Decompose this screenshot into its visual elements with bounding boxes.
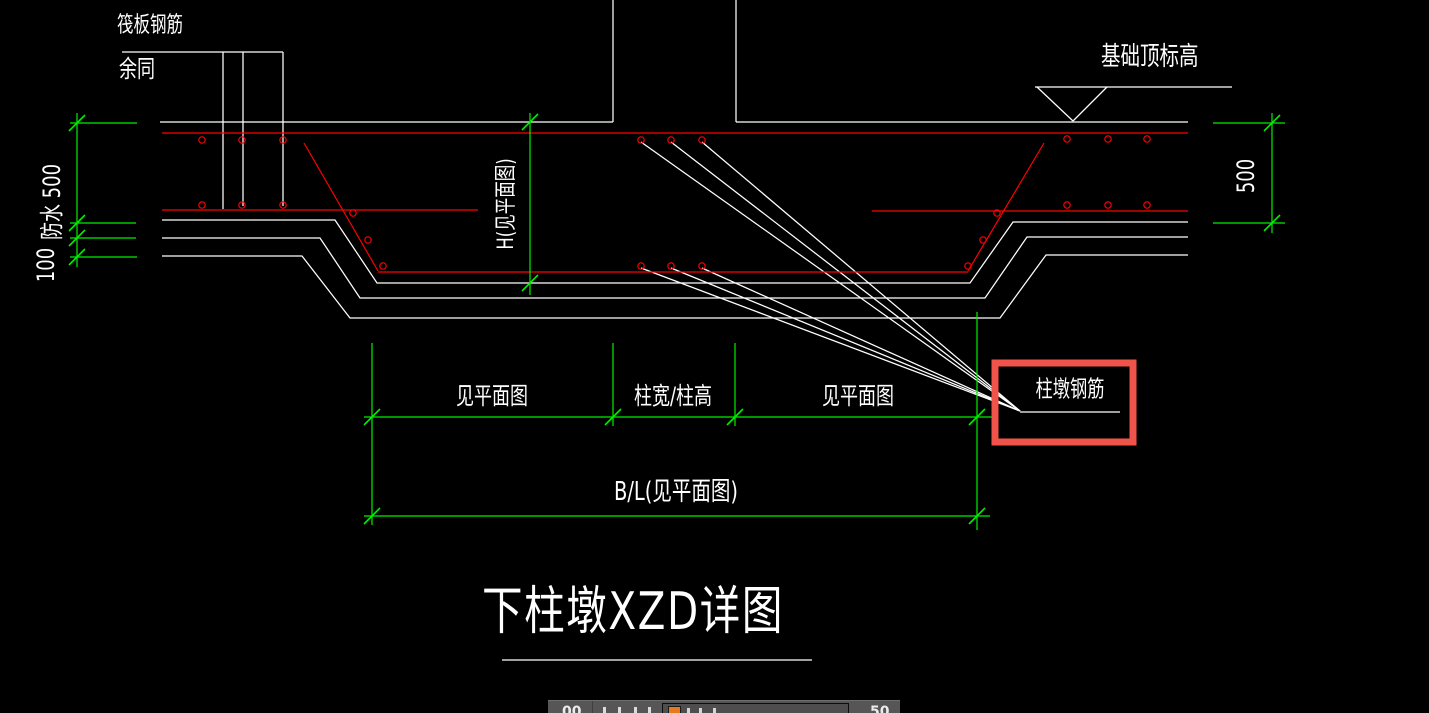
toolbar-glyph-mark [699,708,702,713]
dim-waterproof-500: 防水 500 [38,163,66,241]
layer-color-swatch-icon [668,706,681,713]
bottom-toolbar[interactable]: 00 50 [548,700,900,713]
layer-dropdown[interactable] [662,703,849,713]
toolbar-glyph-mark [634,707,637,713]
rebar-lines [162,132,1188,273]
dimension-lines [68,113,1285,530]
label-raft-rebar: 筏板钢筋 [117,13,184,38]
drawing-title: 下柱墩XZD详图 [481,582,785,642]
toolbar-glyph-mark [648,707,651,713]
toolbar-glyph-mark [687,708,690,713]
label-rest-same: 余同 [119,55,155,83]
toolbar-glyph-mark [618,707,621,713]
label-pier-rebar: 柱墩钢筋 [1035,376,1105,403]
toolbar-glyph-mark [603,707,606,713]
toolbar-fragment-right: 50 [870,704,890,713]
dim-segment-plan-left: 见平面图 [456,382,528,410]
dim-500-right: 500 [1232,158,1260,194]
dimension-ticks [68,113,1281,525]
dim-100: 100 [32,247,60,283]
toolbar-fragment-left: 00 [562,704,582,713]
dim-total-bl: B/L(见平面图) [613,477,739,507]
dim-segment-column-width: 柱宽/柱高 [633,382,713,410]
pier-rebar-leader-lines [640,141,1120,413]
rebar-section-dots [198,135,1151,270]
toolbar-divider [592,701,593,713]
label-foundation-top-elevation: 基础顶标高 [1101,42,1199,72]
highlight-box [991,359,1137,446]
structure-lines [122,0,1232,661]
dim-segment-plan-right: 见平面图 [822,382,894,410]
dim-pit-height: H(见平面图) [494,158,519,250]
toolbar-glyph-mark [713,708,716,713]
